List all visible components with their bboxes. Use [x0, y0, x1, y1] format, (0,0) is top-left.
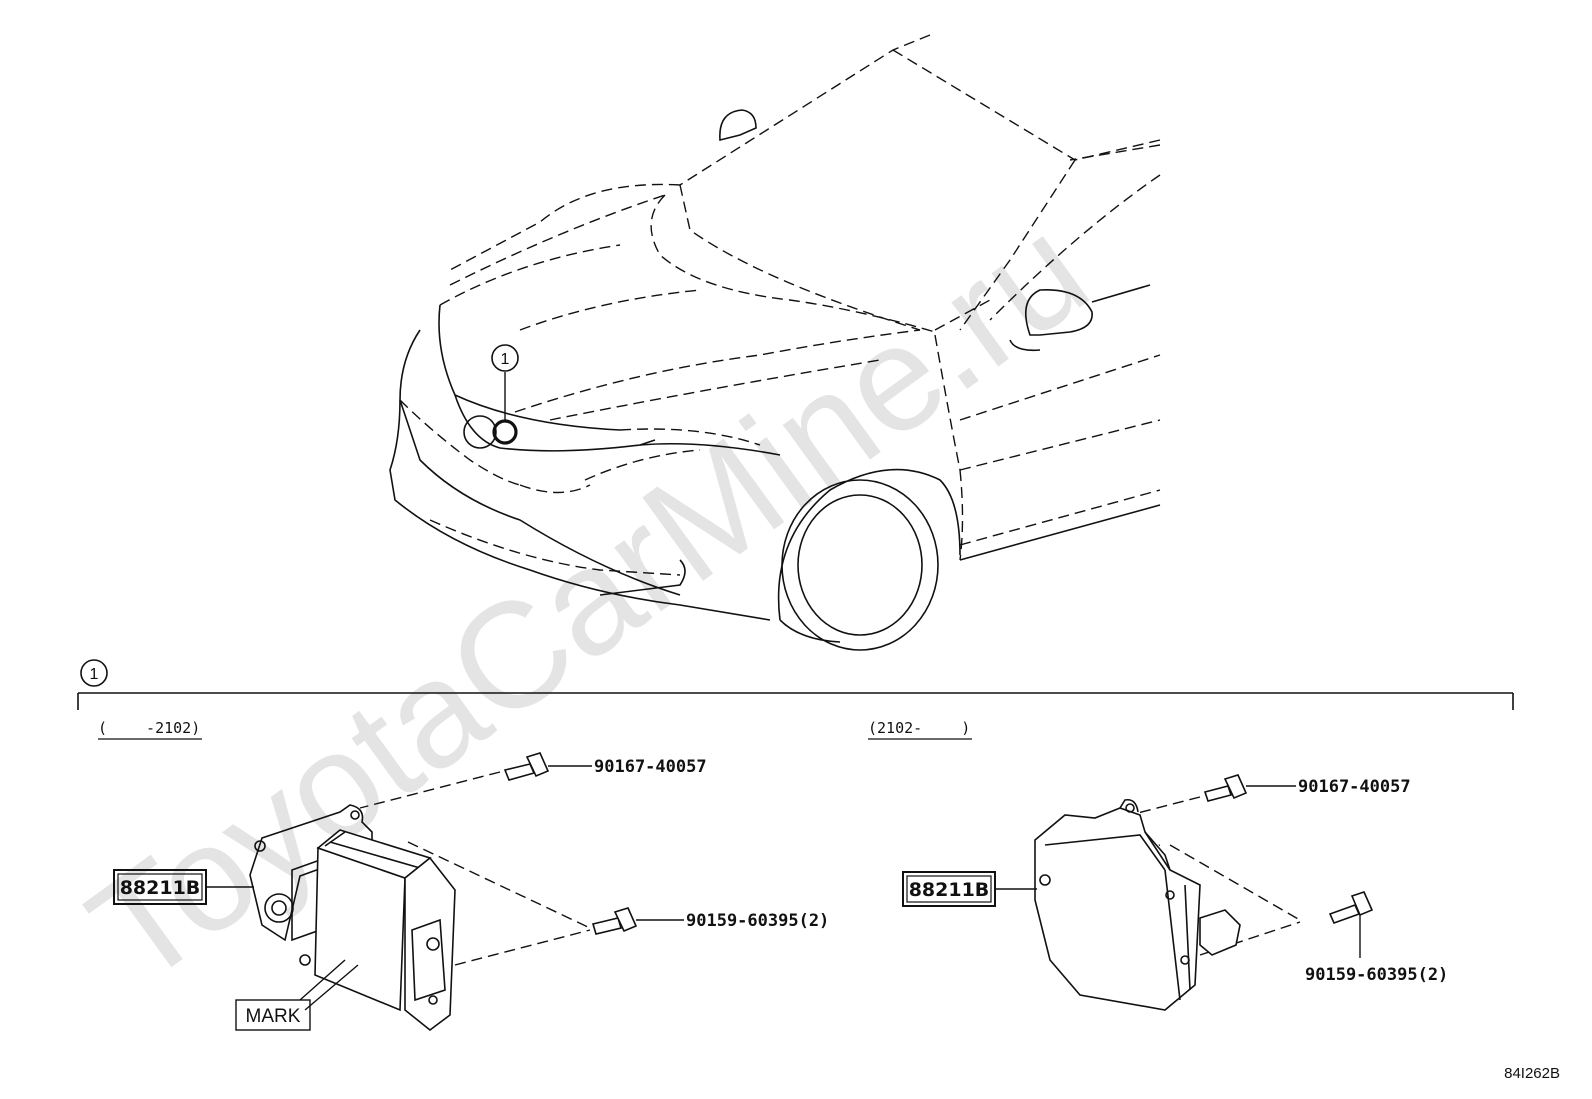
left-upper-bolt-icon [503, 752, 550, 781]
right-radar-module [1034, 798, 1241, 1011]
mark-label: MARK [246, 1006, 301, 1027]
right-lower-bolt-icon [1328, 891, 1374, 925]
left-radar-module [249, 804, 456, 1032]
right-upper-bolt-icon [1203, 774, 1248, 802]
right-date-range: (2102- ) [868, 719, 970, 737]
right-upper-bolt-number: 90167-40057 [1298, 777, 1411, 797]
figure-id: 84I262B [1504, 1065, 1560, 1082]
callout-number: 1 [501, 351, 510, 368]
left-upper-bolt-number: 90167-40057 [594, 757, 707, 777]
sensor-location-marker [492, 419, 518, 445]
section-marker-circle [80, 659, 108, 687]
right-lower-bolt-number: 90159-60395(2) [1305, 965, 1448, 985]
left-part-code[interactable]: 88211B [120, 877, 201, 899]
left-lower-bolt-icon [591, 907, 638, 935]
car-illustration: 1 [389, 34, 1161, 651]
left-panel: ( -2102) 90167-40057 90159-60395(2) [98, 719, 829, 1032]
right-part-code[interactable]: 88211B [909, 879, 990, 901]
section-marker-number: 1 [90, 666, 99, 683]
callout-circle [491, 344, 519, 372]
section-header: 1 [77, 659, 1514, 710]
left-lower-bolt-number: 90159-60395(2) [686, 911, 829, 931]
right-panel: (2102- ) 90167-40057 90159-60395(2) [868, 719, 1448, 1011]
left-date-range: ( -2102) [98, 719, 200, 737]
